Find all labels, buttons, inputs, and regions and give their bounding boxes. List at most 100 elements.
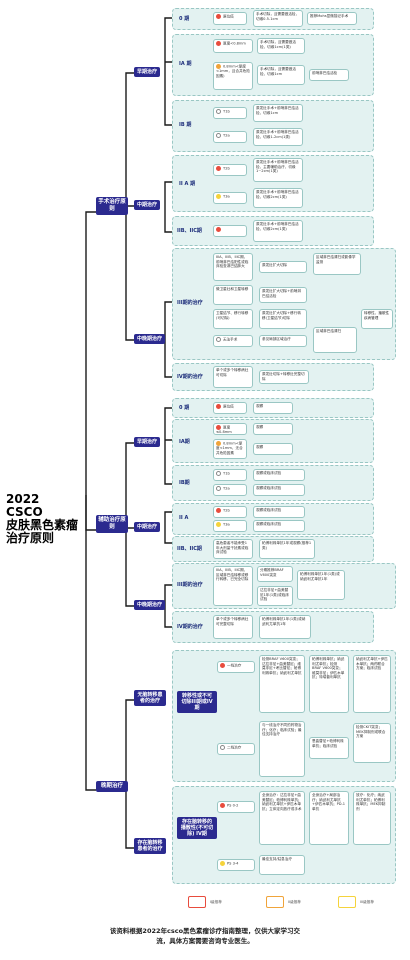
- no-brain-metastasis-node[interactable]: 无脑转移患者的治疗: [134, 690, 166, 706]
- tree-node[interactable]: 纳武利尤单抗+伊匹木单抗；两药联合方案；临床试验: [353, 655, 391, 713]
- adjuvant-early-node[interactable]: 早期治疗: [134, 437, 161, 447]
- adjuvant-mid-node[interactable]: 中期治疗: [134, 522, 161, 532]
- tree-node[interactable]: 观察或临床试验: [253, 469, 305, 481]
- tree-node[interactable]: PS 3-4: [217, 859, 255, 871]
- tree-node[interactable]: 手术切除，且需要做活检，切缘0.5-1cm: [253, 10, 303, 27]
- tree-node[interactable]: 原发灶手术+前哨淋巴结活检，切缘2cm(1类): [253, 188, 303, 208]
- adjuvant-late-node[interactable]: 中晚期治疗: [134, 600, 166, 610]
- tree-node[interactable]: 前哨淋巴结活检: [309, 69, 349, 81]
- tree-node[interactable]: T1b: [213, 469, 247, 481]
- tree-node[interactable]: 达拉非尼+曲美替尼1年(1类)或临床试验: [257, 586, 293, 606]
- tree-node[interactable]: 帕博利珠单抗1年(1类)或纳武利尤单抗1年: [297, 570, 345, 600]
- tree-node[interactable]: T2a: [213, 484, 247, 496]
- tree-node[interactable]: 最佳支持/姑息治疗: [259, 855, 305, 875]
- node-label: 区域淋巴结清扫或影像学监测: [316, 255, 356, 264]
- tree-node[interactable]: 卫星结节、移行转移(可切除): [213, 309, 253, 329]
- tree-node[interactable]: 原发灶手术+前哨淋巴结活检，主要辅助治疗，切缘1~2cm(1类): [253, 158, 303, 182]
- tree-node[interactable]: 恩曲替尼+帕博利珠单抗；临床试验: [309, 737, 349, 759]
- node-label: 观察: [256, 425, 264, 429]
- adjuvant-stage3-group: III期的治疗 IIIA、IIIB、IIIC期，区域淋巴结转移或移行转移，已完全…: [172, 563, 396, 609]
- level-marker-icon: [216, 133, 221, 138]
- tree-node[interactable]: 观察: [253, 402, 293, 414]
- legend-swatch-icon: [188, 896, 206, 908]
- tree-node[interactable]: [213, 225, 247, 237]
- tree-node[interactable]: 厚度<0.8mm: [213, 39, 253, 53]
- tree-node[interactable]: T3a: [213, 192, 247, 204]
- tree-node[interactable]: 原位癌: [213, 12, 247, 25]
- surgery-principle-node[interactable]: 手术治疗原则: [96, 197, 128, 215]
- node-label: T3a: [223, 522, 230, 527]
- tree-node[interactable]: T2a: [213, 131, 247, 143]
- tree-node[interactable]: 原发灶扩大切除: [259, 261, 307, 273]
- tree-node[interactable]: 观察或临床试验: [253, 520, 305, 532]
- stage-label: IIB、IIC期: [177, 546, 202, 552]
- tree-node[interactable]: 帕博利珠单抗1年(1类)或纳武利尤单抗1年: [259, 615, 311, 639]
- root-title-line: 治疗原则: [6, 531, 55, 545]
- brain-metastasis-node[interactable]: 存在脑转移患者的治疗: [134, 838, 166, 854]
- tree-node[interactable]: 与一线治疗不同的药物治疗；化疗；临床试验；最佳支持治疗: [259, 721, 305, 777]
- tree-node[interactable]: IIIA、IIIB、IIIC期，区域淋巴结转移或移行转移，已完全切除: [213, 566, 253, 606]
- tree-node[interactable]: T2b: [213, 506, 247, 518]
- stage-node[interactable]: 存在脑转移的播散性(不可切除) IV期: [177, 817, 217, 839]
- tree-node[interactable]: 帕博利珠单抗1年或观察(推荐1类): [259, 539, 315, 559]
- tree-node[interactable]: T3a: [213, 520, 247, 532]
- tree-node[interactable]: 转移性、播散性疾病管理: [361, 309, 393, 329]
- advanced-treatment-node[interactable]: 晚期治疗: [96, 781, 128, 792]
- tree-node[interactable]: 0.8mm<厚度<1mm，且合并危险因素): [213, 62, 253, 90]
- stage-node[interactable]: 转移性或不可切除III期或IV期: [177, 691, 217, 713]
- tree-node[interactable]: 单个或多个转移病灶可完整切除: [213, 615, 253, 639]
- tree-node[interactable]: 观察: [253, 423, 293, 435]
- adjuvant-principle-node[interactable]: 辅助治疗原则: [96, 515, 128, 533]
- surgery-mid-node[interactable]: 中期治疗: [134, 200, 161, 210]
- tree-node[interactable]: 放疗：化疗；纳武利尤单抗；帕博利珠单抗；MEK抑制剂: [353, 791, 391, 845]
- tree-node[interactable]: 一线治疗: [217, 661, 255, 673]
- tree-node[interactable]: 观察或临床试验: [253, 506, 305, 518]
- stage-label: IV期的治疗: [177, 624, 203, 630]
- tree-node[interactable]: 无法手术: [213, 335, 253, 347]
- tree-node[interactable]: 0.8mm<厚度<1mm，无合并危险因素: [213, 439, 247, 459]
- tree-node[interactable]: 微卫星灶和卫星转移: [213, 285, 253, 305]
- tree-node[interactable]: T2b: [213, 164, 247, 176]
- tree-node[interactable]: 原位癌: [213, 402, 247, 414]
- level-i-icon: [220, 663, 225, 668]
- legend-label: II级推荐: [288, 899, 301, 904]
- tree-node[interactable]: IIIA、IIIB、IIIC期，前哨淋巴结阳性或临床检查淋巴结肿大: [213, 253, 253, 281]
- tree-node[interactable]: 全身治疗+局部治疗；纳武利尤单抗+伊匹木单抗；PD-1单抗: [309, 791, 349, 845]
- tree-node[interactable]: 原发灶扩大切除+前哨淋巴结活检: [259, 287, 307, 303]
- tree-node[interactable]: T1b: [213, 107, 247, 119]
- tree-node[interactable]: 手术切除，且需要做活检，切缘1cm(1类): [257, 38, 305, 54]
- tree-node[interactable]: 原发灶切除+转移灶完整切除: [259, 370, 309, 384]
- legend-swatch-icon: [266, 896, 284, 908]
- node-label: 检测BRAF V600突变；达拉非尼+曲美替尼；维莫非尼+考比替尼；帕博利珠单抗…: [262, 657, 302, 675]
- tree-node[interactable]: 检测CKIT突变；MEK抑制剂或联合方案: [353, 723, 391, 763]
- tree-node[interactable]: 全身治疗：达拉非尼+曲美替尼；帕博利珠单抗；纳武利尤单抗+伊匹木单抗；立体定向放…: [259, 791, 305, 845]
- tree-node[interactable]: 观察或临床试验: [253, 484, 305, 496]
- tree-node[interactable]: 原发灶扩大切除+移行转移(卫星结节)切除: [259, 309, 307, 329]
- tree-node[interactable]: 原发灶手术+前哨淋巴结活检，切缘1-2cm(1类): [253, 128, 303, 146]
- tree-node[interactable]: 区域淋巴结清扫: [313, 327, 357, 353]
- adjuvant-stage1b-group: IB期 T1b 观察或临床试验 T2a 观察或临床试验: [172, 465, 374, 501]
- tree-node[interactable]: 高危患者不能承受1年大剂量干扰素或临床试验: [213, 539, 253, 559]
- tree-node[interactable]: 手术切除，且需要做活检，切缘1cm: [257, 65, 305, 85]
- surgery-stage0-group: 0 期 原位癌 手术切除，且需要做活检，切缘0.5-1cm 推荐Mohs显微描记…: [172, 8, 374, 30]
- tree-node[interactable]: 检测BRAF V600突变；达拉非尼+曲美替尼；维莫非尼+考比替尼；帕博利珠单抗…: [259, 655, 305, 713]
- tree-node[interactable]: 帕博利珠单抗；纳武利尤单抗；检测BRAF V600突变；维莫非尼；伊匹木单抗；特…: [309, 655, 349, 713]
- tree-node[interactable]: 观察: [253, 443, 293, 455]
- tree-node[interactable]: 单个或多个转移病灶可切除: [213, 366, 253, 388]
- surgery-early-node[interactable]: 早期治疗: [134, 67, 161, 77]
- node-label: 卫星结节、移行转移(可切除): [216, 311, 249, 320]
- surgery-stage2bc-group: IIB、IIC期 原发灶手术+前哨淋巴结活检，切缘2cm(1类): [172, 216, 374, 246]
- tree-node[interactable]: 厚度≤0.8mm: [213, 423, 247, 435]
- node-label: 观察或临床试验: [256, 508, 282, 512]
- tree-node[interactable]: 参见局部区域治疗: [259, 335, 307, 347]
- tree-node[interactable]: 分期推荐BRAF V600突变: [257, 566, 293, 582]
- tree-node[interactable]: 原发灶手术+前哨淋巴结活检，切缘2cm(1类): [253, 220, 303, 242]
- surgery-late-node[interactable]: 中晚期治疗: [134, 334, 166, 344]
- tree-node[interactable]: 原发灶手术+前哨淋巴结活检，切缘1cm: [253, 104, 303, 122]
- tree-node[interactable]: PS 0-2: [217, 801, 255, 813]
- tree-node[interactable]: 区域淋巴结清扫或影像学监测: [313, 253, 361, 275]
- node-label: T1b: [223, 109, 230, 114]
- stage-label: II A: [179, 515, 189, 521]
- tree-node[interactable]: 二线治疗: [217, 743, 255, 755]
- tree-node[interactable]: 推荐Mohs显微描记手术: [307, 12, 357, 25]
